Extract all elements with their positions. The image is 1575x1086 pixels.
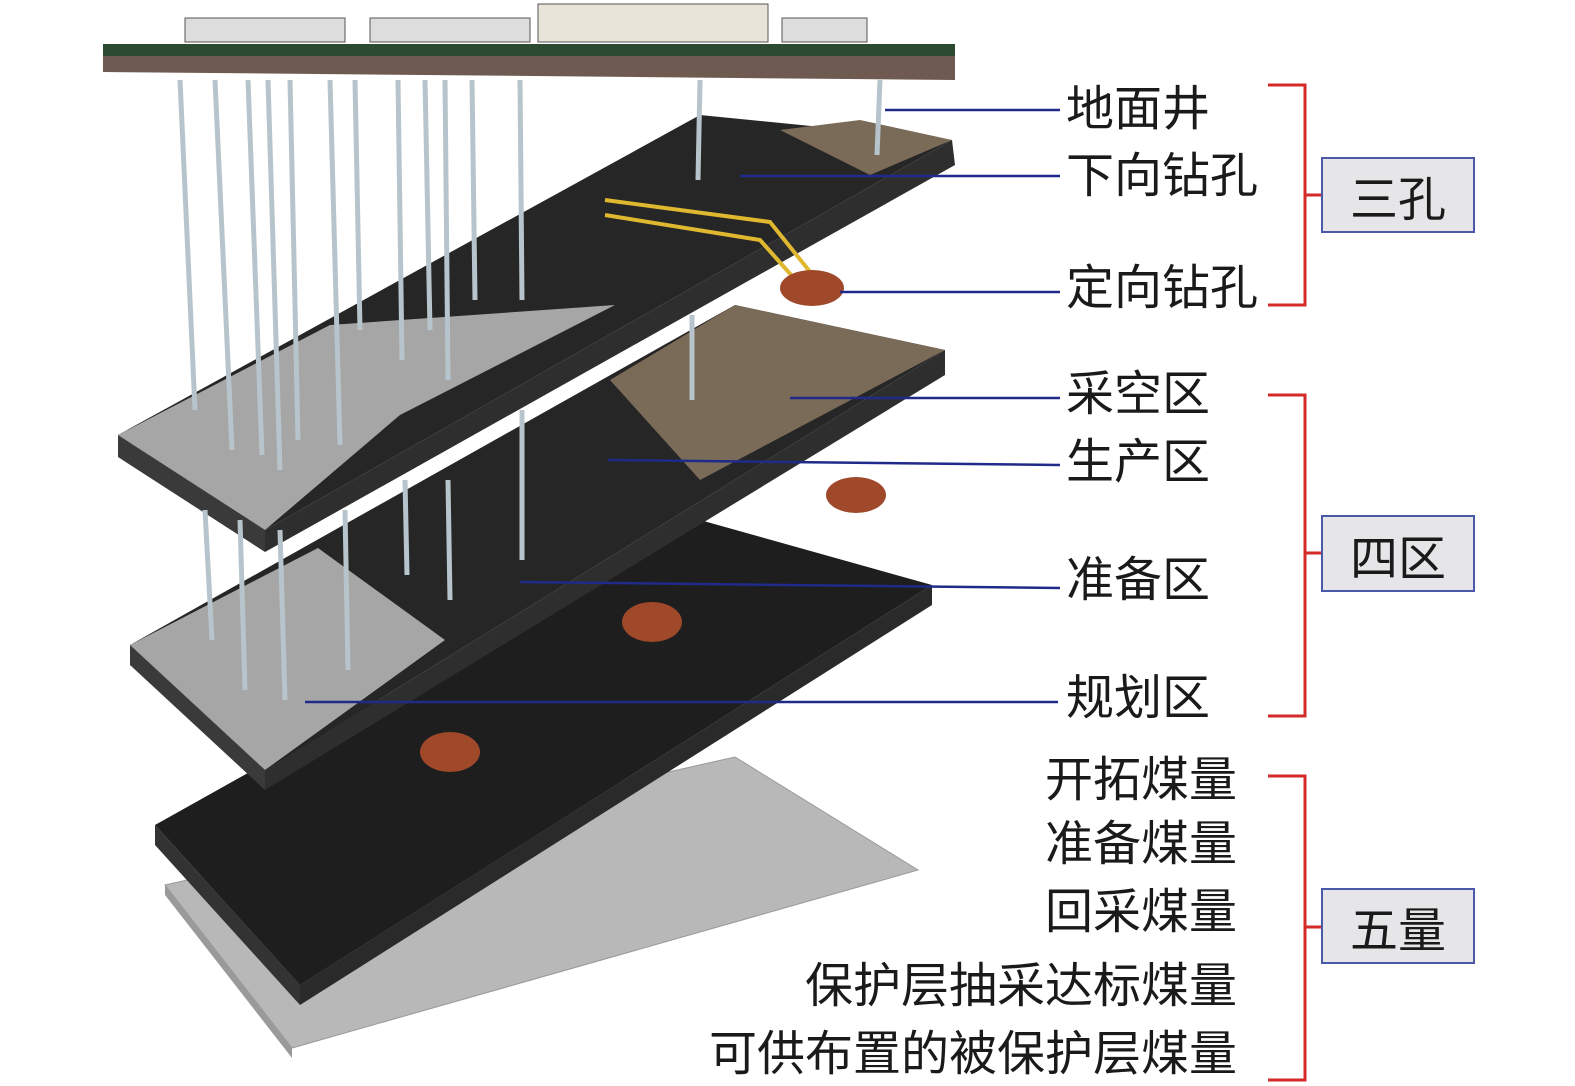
roadways: [420, 270, 886, 772]
ground-surface: [103, 3, 955, 80]
three-holes-box: 三孔: [1321, 157, 1475, 233]
label-protective-layer-coal: 保护层抽采达标煤量: [804, 958, 1237, 1014]
surface-wells: [177, 79, 883, 701]
label-goaf-zone: 采空区: [1066, 366, 1211, 422]
label-downward-borehole: 下向钻孔: [1066, 148, 1259, 204]
directional-drill-hole: [604, 198, 817, 287]
five-quantities-box: 五量: [1321, 888, 1475, 964]
label-recoverable-coal: 回采煤量: [1044, 884, 1237, 940]
brackets: [1268, 83, 1322, 1082]
leader-lines: [305, 108, 1061, 704]
label-surface-well: 地面井: [1066, 81, 1211, 137]
label-directional-borehole: 定向钻孔: [1066, 260, 1259, 316]
coal-seam-3: [155, 520, 932, 1005]
four-zones-box: 四区: [1321, 515, 1475, 592]
label-planning-zone: 规划区: [1066, 670, 1211, 726]
label-prepared-coal: 准备煤量: [1044, 816, 1237, 872]
label-development-coal: 开拓煤量: [1044, 752, 1237, 808]
label-production-zone: 生产区: [1066, 434, 1211, 490]
label-preparation-zone: 准备区: [1066, 552, 1211, 608]
label-protected-layer-coal: 可供布置的被保护层煤量: [708, 1026, 1237, 1082]
